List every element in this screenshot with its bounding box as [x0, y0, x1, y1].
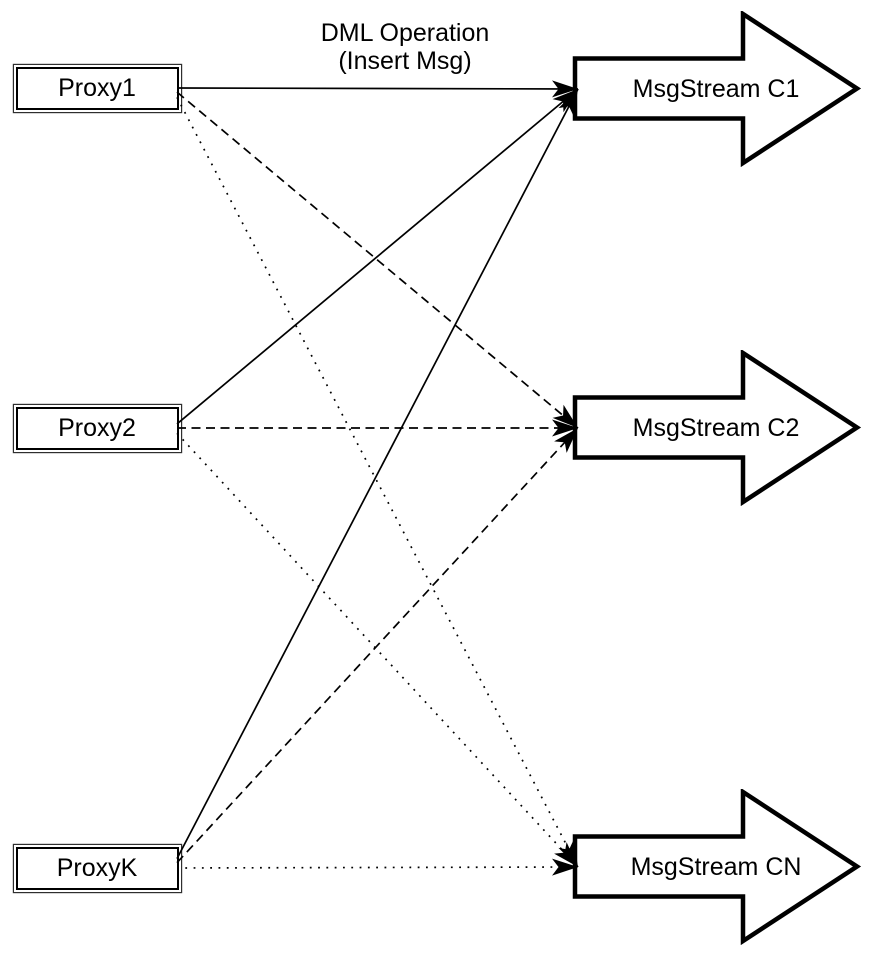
block-arrow-shape-c2: [572, 350, 862, 506]
proxy2-node: Proxy2: [15, 406, 179, 450]
proxyk-node: ProxyK: [15, 846, 179, 890]
block-arrow-shape-c1: [572, 11, 862, 167]
proxy2-label: Proxy2: [58, 413, 136, 442]
msgstream-c1-label: MsgStream C1: [632, 75, 800, 103]
block-arrow-polygon: [572, 11, 862, 167]
msgstream-c2-label: MsgStream C2: [632, 414, 800, 442]
dml-operation-label-line1: DML Operation: [320, 19, 490, 47]
edge-proxyk-cn: [176, 858, 579, 876]
msgstream-cn-node: MsgStream CN: [572, 789, 862, 945]
block-arrow-polygon: [572, 350, 862, 506]
dml-operation-label: DML Operation (Insert Msg): [321, 19, 490, 75]
edge-proxy1-c2: [176, 91, 579, 429]
edge-proxyk-c2: [176, 427, 579, 864]
msgstream-c1-node: MsgStream C1: [572, 11, 862, 167]
msgstream-cn-label: MsgStream CN: [630, 853, 802, 881]
proxyk-label: ProxyK: [56, 853, 138, 882]
edge-proxy2-cn: [176, 432, 579, 868]
proxy1-label: Proxy1: [58, 73, 136, 102]
edge-proxy2-c1: [176, 88, 579, 425]
msgstream-c2-node: MsgStream C2: [572, 350, 862, 506]
edge-proxy1-cn: [176, 96, 579, 868]
block-arrow-shape-cn: [572, 789, 862, 945]
edge-proxy1-c1: [176, 80, 579, 98]
block-arrow-polygon: [572, 789, 862, 945]
proxy1-node: Proxy1: [15, 66, 179, 110]
dml-operation-label-line2: (Insert Msg): [338, 47, 472, 75]
edge-proxyk-c1: [176, 88, 579, 860]
